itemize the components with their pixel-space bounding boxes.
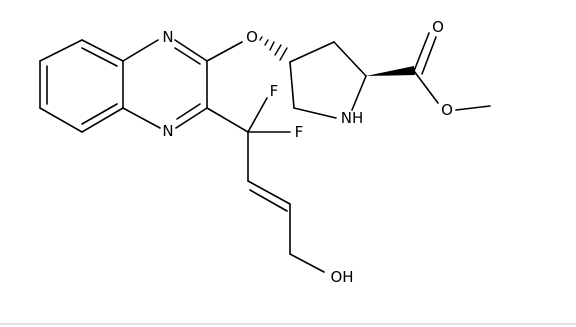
atom-labels: N N O O O NH F F OH bbox=[162, 18, 453, 286]
benzene-ring bbox=[39, 39, 124, 133]
atom-label-f-top: F bbox=[270, 82, 279, 100]
pyrazine-ring bbox=[122, 39, 208, 129]
atom-label-ether-o: O bbox=[246, 28, 258, 46]
solid-wedge-bond bbox=[366, 66, 415, 76]
atom-label-n-top: N bbox=[162, 28, 173, 46]
atom-label-oh: OH bbox=[330, 268, 353, 286]
ether-linkage bbox=[206, 41, 243, 62]
atom-label-nh: NH bbox=[341, 109, 364, 127]
atom-label-ester-o: O bbox=[441, 101, 453, 119]
ester-group bbox=[366, 32, 491, 111]
atom-label-f-right: F bbox=[295, 123, 304, 141]
atom-label-carbonyl-o: O bbox=[432, 18, 444, 36]
difluoroalkyl-chain bbox=[206, 97, 325, 273]
pyrrolidine-ring bbox=[289, 41, 367, 119]
hashed-wedge-bond bbox=[259, 36, 288, 61]
atom-label-n-bottom: N bbox=[162, 122, 173, 140]
